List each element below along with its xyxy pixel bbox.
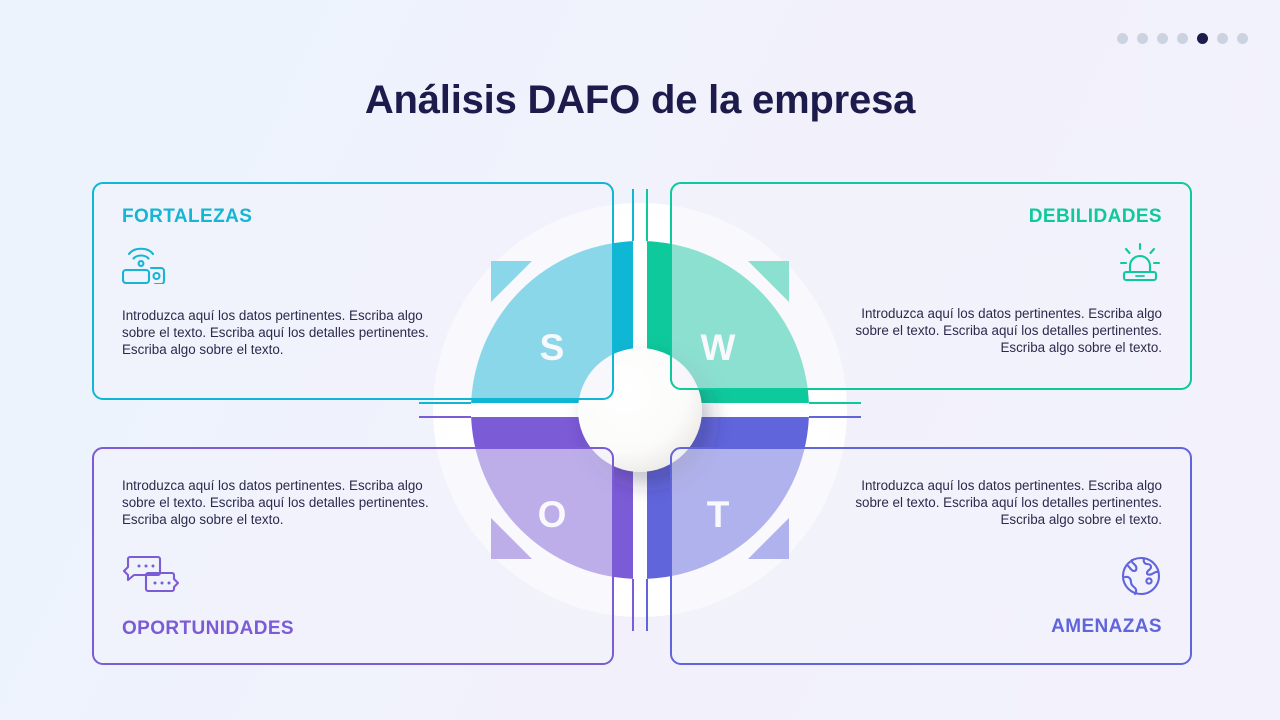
pagination-dots[interactable]: [1117, 33, 1248, 44]
card-fortalezas-body: Introduzca aquí los datos pertinentes. E…: [122, 308, 429, 358]
pagination-dot-6[interactable]: [1217, 33, 1228, 44]
pagination-dot-3[interactable]: [1157, 33, 1168, 44]
connector-lines: [419, 189, 861, 631]
card-fortalezas-heading: FORTALEZAS: [122, 206, 253, 227]
card-amenazas[interactable]: Introduzca aquí los datos pertinentes. E…: [670, 447, 1192, 665]
wireless-device-icon: [121, 242, 166, 289]
pagination-dot-4[interactable]: [1177, 33, 1188, 44]
pagination-dot-1[interactable]: [1117, 33, 1128, 44]
card-oportunidades-heading: OPORTUNIDADES: [122, 617, 294, 639]
pagination-dot-7[interactable]: [1237, 33, 1248, 44]
card-oportunidades-body: Introduzca aquí los datos pertinentes. E…: [122, 478, 429, 528]
pagination-dot-5-active[interactable]: [1197, 33, 1208, 44]
globe-icon: [1120, 555, 1162, 602]
card-oportunidades[interactable]: Introduzca aquí los datos pertinentes. E…: [92, 447, 614, 665]
card-fortalezas[interactable]: FORTALEZAS Introduzca aquí los datos per…: [92, 182, 614, 400]
card-amenazas-body: Introduzca aquí los datos pertinentes. E…: [855, 478, 1162, 528]
chat-bubbles-icon: [122, 555, 186, 602]
page-title: Análisis DAFO de la empresa: [364, 78, 916, 122]
alarm-siren-icon: [1118, 242, 1162, 289]
card-debilidades-heading: DEBILIDADES: [1028, 206, 1162, 227]
card-debilidades[interactable]: DEBILIDADES Introduzca aquí los datos pe…: [670, 182, 1192, 390]
card-debilidades-body: Introduzca aquí los datos pertinentes. E…: [855, 306, 1162, 356]
pagination-dot-2[interactable]: [1137, 33, 1148, 44]
card-amenazas-heading: AMENAZAS: [1051, 615, 1162, 637]
